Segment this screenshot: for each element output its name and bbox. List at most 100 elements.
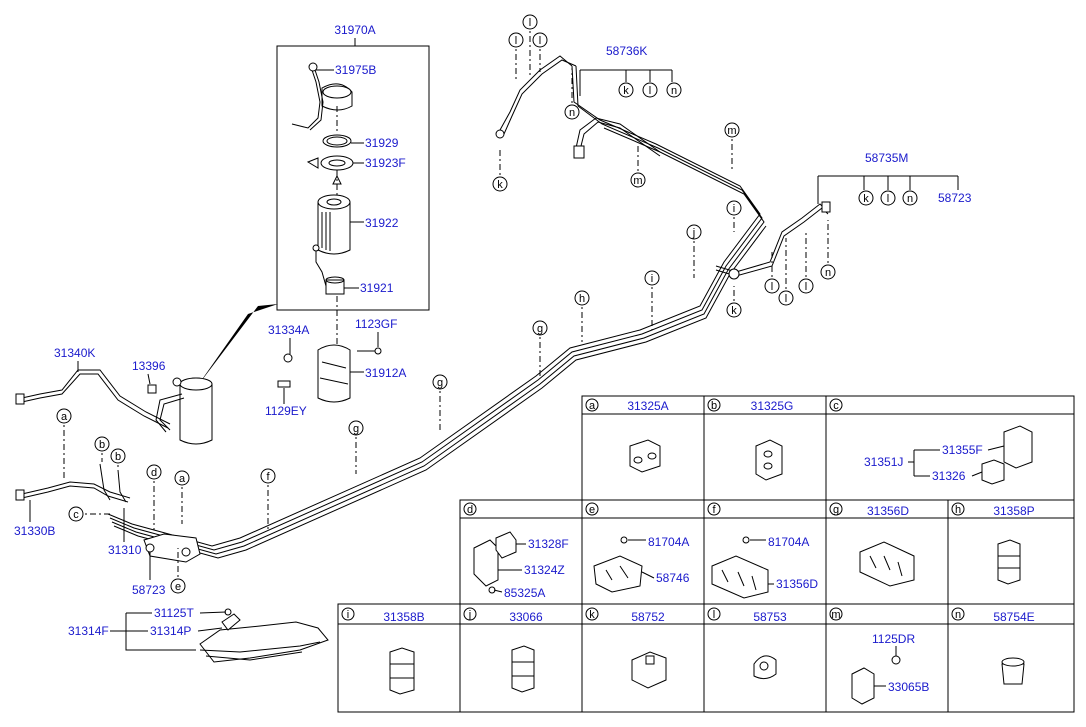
- callout-letter-m2: m: [727, 125, 736, 137]
- callout-letter-l1: l: [515, 35, 517, 47]
- label-31923F: 31923F: [365, 156, 406, 170]
- table-cell-k: k 58752: [585, 607, 667, 689]
- table-cell-j: j 33066: [463, 607, 543, 693]
- callout-circle: [880, 190, 896, 206]
- mounted-filter-group: 13396: [132, 359, 213, 445]
- callout-letter-n2: n: [671, 85, 677, 97]
- table-part-31358B: 31358B: [383, 610, 424, 624]
- callout-circle: [858, 190, 874, 206]
- table-part-81704A-e: 81704A: [648, 535, 689, 549]
- callout-circle: [94, 436, 110, 452]
- table-cell-g: g 31356D: [829, 502, 915, 587]
- callout-circle: [764, 278, 780, 294]
- callout-letter-e1: e: [175, 581, 181, 593]
- callout-circle: [726, 200, 742, 216]
- callout-circle: [574, 290, 590, 306]
- callout-circle: [522, 14, 538, 30]
- callout-circle: [492, 176, 508, 192]
- table-part-31325G: 31325G: [751, 399, 794, 413]
- table-key-k: k: [589, 609, 595, 621]
- callout-letter-l8: l: [887, 193, 889, 205]
- table-part-31324Z: 31324Z: [524, 563, 565, 577]
- table-cell-n: n 58754E: [951, 607, 1035, 685]
- table-part-31356D-g: 31356D: [867, 504, 909, 518]
- table-key-l: l: [713, 609, 715, 621]
- callout-letter-i2: i: [733, 203, 735, 215]
- callout-letter-n4: n: [907, 193, 913, 205]
- table-cell-e: e 81704A 58746: [585, 502, 690, 593]
- table-part-58753: 58753: [753, 610, 787, 624]
- callout-circle: [532, 32, 548, 48]
- table-key-h: h: [955, 504, 961, 516]
- callout-letter-l6: l: [785, 293, 787, 305]
- callout-circle: [642, 82, 658, 98]
- callout-circle: [778, 290, 794, 306]
- filter-cap-part: [306, 155, 354, 171]
- callout-circle: [532, 320, 548, 336]
- callout-letter-l4: l: [649, 85, 651, 97]
- filter-assembly-box: [276, 45, 430, 311]
- callout-circle: [630, 172, 646, 188]
- table-part-31326: 31326: [932, 469, 966, 483]
- callout-circle: [902, 190, 918, 206]
- callout-letter-g3: g: [537, 323, 543, 335]
- callout-circle: [68, 506, 84, 522]
- callout-letter-g1: g: [353, 423, 359, 435]
- table-part-85325A: 85325A: [504, 586, 545, 600]
- table-key-e: e: [589, 504, 595, 516]
- table-cell-a: a 31325A: [585, 398, 669, 473]
- lower-clamp-assembly: 31310 58723: [108, 508, 201, 597]
- callout-circle: [618, 82, 634, 98]
- callout-letter-j1: j: [692, 227, 695, 239]
- table-key-g: g: [833, 504, 839, 516]
- table-part-58754E: 58754E: [993, 610, 1034, 624]
- label-31922: 31922: [365, 216, 399, 230]
- table-cell-f: f 81704A 31356D: [707, 502, 818, 599]
- filter-assembly-group: 31970A 31975B 31929 31923F: [276, 23, 430, 345]
- table-key-d: d: [467, 504, 473, 516]
- callout-circle: [564, 104, 580, 120]
- callout-letter-l7: l: [805, 281, 807, 293]
- filter-bracket-group: 31334A 1123GF 31912A 1129EY: [265, 317, 406, 418]
- callout-circle: [146, 464, 162, 480]
- callout-letter-k2: k: [623, 85, 629, 97]
- label-31330B: 31330B: [14, 524, 55, 538]
- table-part-33066: 33066: [509, 610, 543, 624]
- callout-circle: [508, 32, 524, 48]
- callout-letter-h1: h: [579, 293, 585, 305]
- filter-head-part: [291, 62, 353, 131]
- label-31340K: 31340K: [54, 346, 95, 360]
- callout-letter-l3: l: [539, 35, 541, 47]
- callout-letter-l5: l: [771, 281, 773, 293]
- table-part-31328F: 31328F: [528, 537, 569, 551]
- leader-wedge: [196, 304, 278, 388]
- group-58736K: 58736K: [579, 44, 673, 96]
- label-31912A: 31912A: [365, 366, 406, 380]
- table-key-i: i: [347, 609, 349, 621]
- table-key-f: f: [712, 504, 716, 516]
- callout-circle: [432, 374, 448, 390]
- callout-letter-d1: d: [151, 467, 157, 479]
- table-key-n: n: [955, 609, 961, 621]
- heat-shield-group: 31125T 31314F 31314P: [68, 606, 329, 663]
- group-58735M: 58735M 58723: [817, 151, 972, 205]
- table-part-31355F: 31355F: [942, 443, 983, 457]
- table-key-j: j: [468, 609, 471, 621]
- label-31975B: 31975B: [335, 63, 376, 77]
- table-key-a: a: [589, 400, 596, 412]
- label-58723-left: 58723: [132, 583, 166, 597]
- main-fuel-line-bundle: [107, 55, 831, 559]
- callout-circle: [170, 578, 186, 594]
- table-key-m: m: [831, 609, 840, 621]
- callout-circle: [798, 278, 814, 294]
- callout-circle: [820, 264, 836, 280]
- callout-circle: [724, 122, 740, 138]
- table-part-31351J: 31351J: [864, 455, 903, 469]
- callout-circle: [644, 270, 660, 286]
- callout-letter-k1: k: [497, 179, 503, 191]
- hose-31340K: 31340K: [15, 346, 171, 429]
- callout-circle: [56, 408, 72, 424]
- callout-circle: [666, 82, 682, 98]
